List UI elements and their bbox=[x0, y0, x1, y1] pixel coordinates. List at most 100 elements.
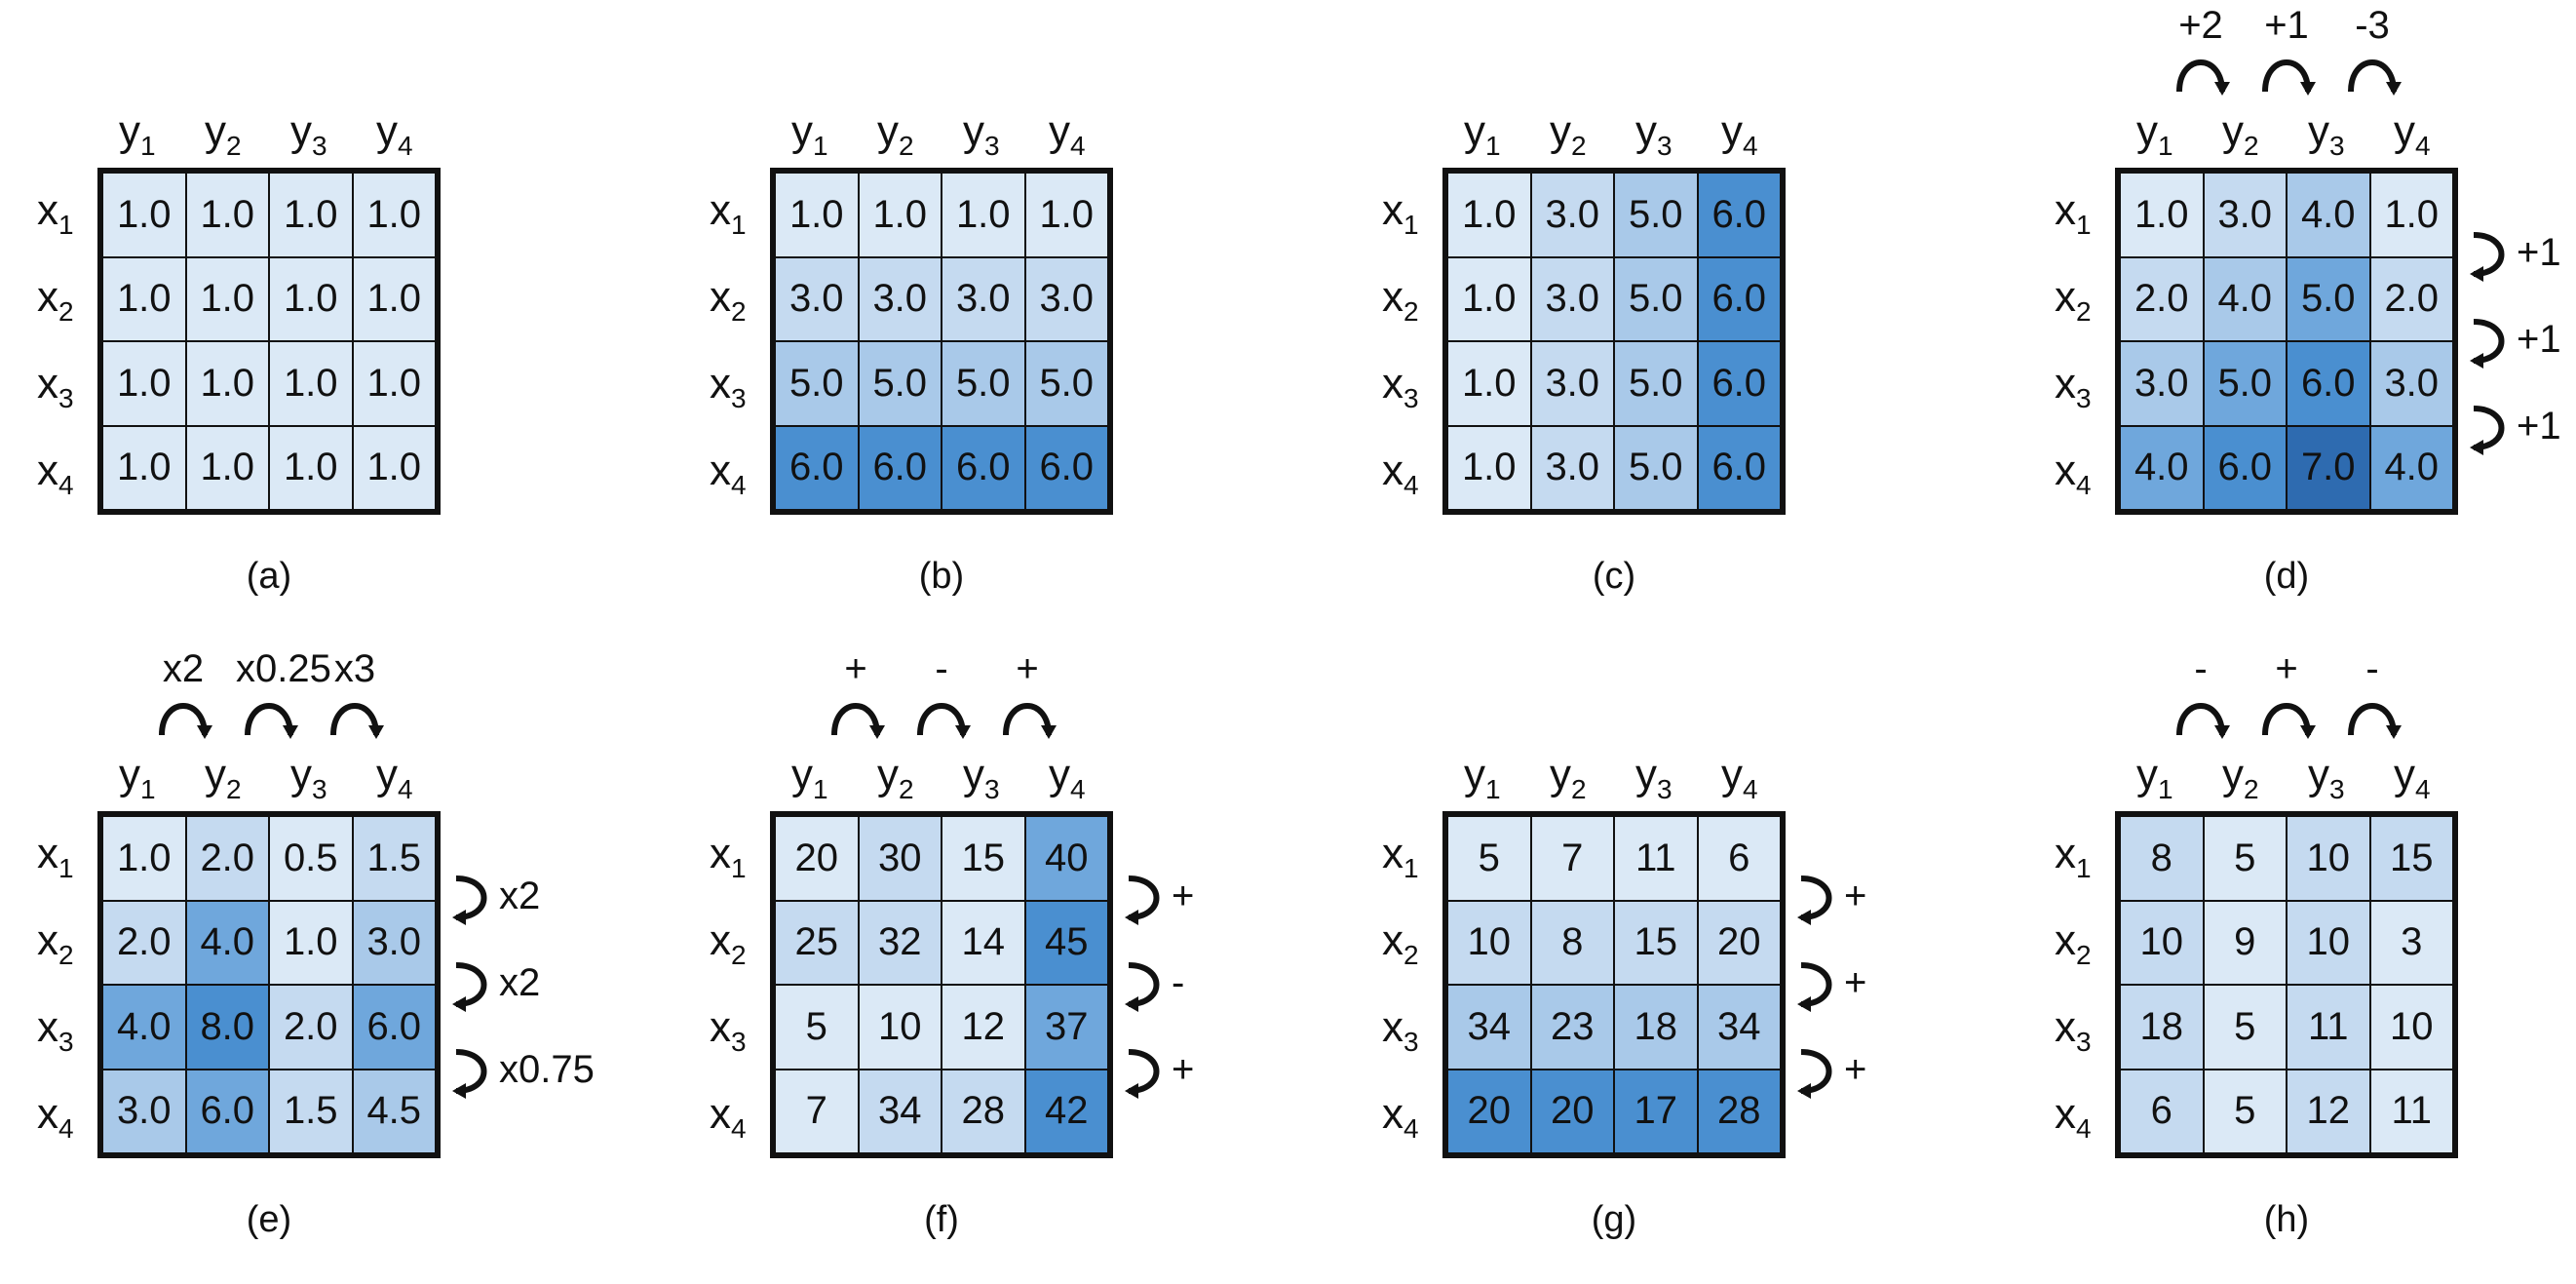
row-label: x3 bbox=[1382, 1003, 1419, 1058]
matrix-cell: 1.0 bbox=[1447, 425, 1531, 510]
matrix-cell: 1.0 bbox=[102, 341, 186, 426]
matrix-cell: 4.0 bbox=[2287, 173, 2370, 257]
matrix-cell: 1.0 bbox=[1447, 256, 1531, 341]
matrix-cell: 17 bbox=[1614, 1069, 1698, 1153]
matrix-cell: 1.0 bbox=[269, 341, 353, 426]
matrix-cell: 6.0 bbox=[1697, 173, 1781, 257]
panel-caption: (c) bbox=[1592, 556, 1636, 597]
matrix-cell: 15 bbox=[942, 816, 1025, 901]
row-label: x2 bbox=[37, 916, 74, 971]
column-label: y4 bbox=[2394, 751, 2431, 805]
matrix-cell: 20 bbox=[775, 816, 859, 901]
matrix-cell: 1.0 bbox=[102, 173, 186, 257]
label-subscript: 2 bbox=[731, 939, 747, 970]
matrix-cell: 3.0 bbox=[2203, 173, 2287, 257]
label-letter: y bbox=[290, 751, 312, 798]
matrix-cell: 34 bbox=[1447, 985, 1531, 1070]
label-subscript: 2 bbox=[1571, 773, 1587, 804]
row-label: x1 bbox=[2055, 830, 2092, 884]
column-label: y4 bbox=[1049, 107, 1086, 162]
matrix-cell: 25 bbox=[775, 900, 859, 985]
matrix-cell: 5.0 bbox=[1614, 341, 1698, 426]
curved-arrow-icon bbox=[245, 703, 293, 736]
label-letter: x bbox=[1382, 1089, 1403, 1138]
matrix-cell: 4.0 bbox=[102, 985, 186, 1070]
matrix-cell: 32 bbox=[858, 900, 942, 985]
row-label: x1 bbox=[1382, 830, 1419, 884]
label-letter: y bbox=[2308, 107, 2329, 155]
row-operation-label: +1 bbox=[2517, 231, 2561, 274]
label-subscript: 2 bbox=[2076, 295, 2092, 327]
row-label: x4 bbox=[710, 447, 747, 501]
matrix-cell: 1.0 bbox=[269, 425, 353, 510]
column-operation-label: + bbox=[1016, 647, 1039, 690]
label-letter: x bbox=[710, 915, 731, 964]
matrix-cell: 6 bbox=[1697, 816, 1781, 901]
panel-caption: (a) bbox=[246, 556, 292, 597]
matrix-cell: 3.0 bbox=[352, 900, 436, 985]
label-letter: y bbox=[2394, 751, 2415, 798]
label-letter: y bbox=[376, 107, 398, 155]
label-letter: x bbox=[37, 446, 58, 494]
matrix-cell: 3.0 bbox=[1530, 173, 1614, 257]
label-letter: y bbox=[290, 107, 312, 155]
label-subscript: 4 bbox=[1070, 773, 1086, 804]
label-subscript: 4 bbox=[2076, 1112, 2092, 1144]
matrix-cell: 6.0 bbox=[942, 425, 1025, 510]
row-label: x3 bbox=[1382, 360, 1419, 414]
label-letter: x bbox=[37, 1002, 58, 1051]
row-label: x1 bbox=[37, 186, 74, 241]
matrix-cell: 12 bbox=[2287, 1069, 2370, 1153]
row-label: x1 bbox=[710, 830, 747, 884]
matrix-cell: 2.0 bbox=[185, 816, 269, 901]
column-label: y3 bbox=[1635, 751, 1672, 805]
label-letter: y bbox=[205, 107, 226, 155]
label-subscript: 4 bbox=[2415, 130, 2431, 161]
matrix-cell: 5.0 bbox=[775, 341, 859, 426]
label-letter: y bbox=[1721, 107, 1743, 155]
label-subscript: 3 bbox=[1657, 130, 1672, 161]
column-label: y2 bbox=[205, 107, 242, 162]
matrix-cell: 5.0 bbox=[942, 341, 1025, 426]
column-label: y3 bbox=[290, 751, 327, 805]
column-operation-label: +1 bbox=[2264, 4, 2309, 47]
row-operation-label: + bbox=[1844, 961, 1867, 1004]
row-label: x2 bbox=[37, 273, 74, 328]
curved-arrow-icon bbox=[1128, 1049, 1160, 1094]
matrix-cell: 3.0 bbox=[102, 1069, 186, 1153]
matrix-cell: 6.0 bbox=[1024, 425, 1108, 510]
matrix-cell: 3.0 bbox=[775, 256, 859, 341]
row-operation-label: + bbox=[1844, 875, 1867, 917]
label-subscript: 4 bbox=[2415, 773, 2431, 804]
label-letter: x bbox=[37, 272, 58, 321]
matrix-cell: 3.0 bbox=[858, 256, 942, 341]
label-subscript: 1 bbox=[140, 130, 156, 161]
matrix-cell: 6.0 bbox=[352, 985, 436, 1070]
label-letter: y bbox=[1550, 751, 1571, 798]
label-letter: y bbox=[2394, 107, 2415, 155]
label-letter: y bbox=[2136, 751, 2158, 798]
label-letter: x bbox=[710, 446, 731, 494]
matrix-cell: 1.0 bbox=[185, 425, 269, 510]
matrix-cell: 14 bbox=[942, 900, 1025, 985]
matrix-cell: 3.0 bbox=[2369, 341, 2453, 426]
matrix-cell: 5.0 bbox=[2287, 256, 2370, 341]
column-label: y2 bbox=[877, 107, 914, 162]
matrix-cell: 4.0 bbox=[2369, 425, 2453, 510]
label-subscript: 1 bbox=[731, 209, 747, 240]
arrowhead-icon bbox=[2470, 440, 2483, 455]
label-letter: y bbox=[376, 751, 398, 798]
label-letter: y bbox=[1049, 107, 1070, 155]
column-operation-label: + bbox=[844, 647, 867, 690]
matrix-cell: 3.0 bbox=[2120, 341, 2204, 426]
matrix-cell: 15 bbox=[2369, 816, 2453, 901]
label-letter: x bbox=[37, 1089, 58, 1138]
matrix-cell: 1.0 bbox=[2120, 173, 2204, 257]
label-subscript: 3 bbox=[2076, 382, 2092, 413]
label-subscript: 1 bbox=[731, 852, 747, 883]
row-label: x4 bbox=[2055, 447, 2092, 501]
